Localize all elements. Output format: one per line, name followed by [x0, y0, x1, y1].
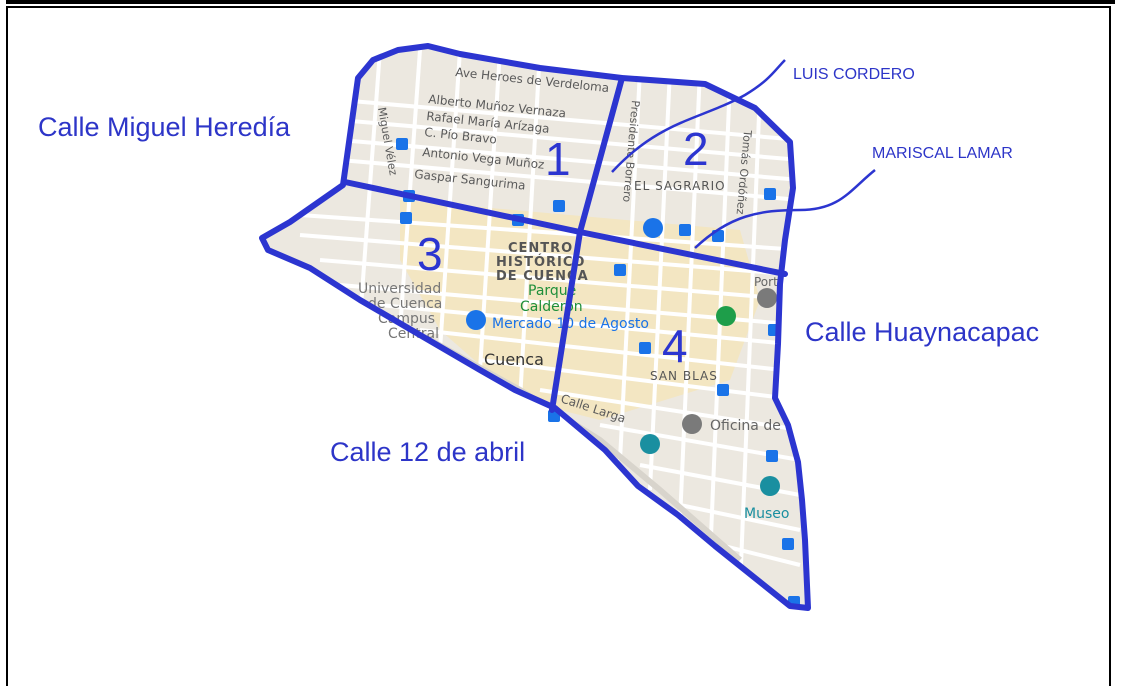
shopping-cart-icon [643, 218, 663, 238]
bus-stop-icon [553, 200, 565, 212]
top-border [6, 0, 1115, 4]
bus-stop-icon [766, 450, 778, 462]
bus-stop-icon [396, 138, 408, 150]
label-mercado: Mercado 10 de Agosto [492, 316, 649, 332]
leader-mariscal-lamar [694, 169, 876, 249]
museum-icon [760, 476, 780, 496]
label-centro-2: HISTÓRICO [496, 254, 585, 270]
bus-stop-icon [679, 224, 691, 236]
label-port: Port [754, 275, 778, 289]
label-universidad-1: Universidad [358, 281, 441, 297]
leader-luis-cordero [611, 59, 786, 173]
label-oficina: Oficina de [710, 418, 781, 434]
annotation-mariscal-lamar: MARISCAL LAMAR [872, 145, 1013, 162]
historic-center-area [400, 200, 760, 420]
label-universidad-3: Campus [378, 311, 435, 327]
annotation-huaynacapac: Calle Huaynacapac [805, 317, 1040, 347]
label-sanblas: SAN BLAS [650, 369, 718, 383]
bus-stop-icon [614, 264, 626, 276]
annotation-luis-cordero: LUIS CORDERO [793, 66, 915, 83]
label-parque-1: Parque [528, 283, 576, 299]
zone-3: 3 [417, 228, 443, 280]
image-frame [6, 6, 1111, 686]
shopping-cart-icon [466, 310, 486, 330]
label-cuenca: Cuenca [484, 350, 544, 369]
annotation-12-de-abril: Calle 12 de abril [330, 437, 526, 467]
zone-2: 2 [683, 123, 709, 175]
bus-stop-icon [717, 384, 729, 396]
bus-stop-icon [639, 342, 651, 354]
annotation-miguel-heredia: Calle Miguel Heredía [38, 112, 291, 142]
bus-stop-icon [400, 212, 412, 224]
zone-4: 4 [662, 320, 688, 372]
map-pin-icon [757, 288, 777, 308]
label-centro-3: DE CUENCA [496, 269, 589, 284]
label-sagrario: EL SAGRARIO [634, 179, 726, 193]
bus-stop-icon [764, 188, 776, 200]
zone-1: 1 [545, 133, 571, 185]
label-parque-2: Calderón [520, 299, 583, 315]
label-museo: Museo [744, 506, 789, 522]
zone-numbers: 1 2 3 4 [417, 123, 709, 372]
bus-stop-icon [782, 538, 794, 550]
park-icon [716, 306, 736, 326]
divider-north-south [549, 75, 625, 413]
landmark-icon [640, 434, 660, 454]
label-universidad-2: de Cuenca [368, 296, 442, 312]
label-centro-1: CENTRO [508, 241, 573, 256]
office-icon [682, 414, 702, 434]
